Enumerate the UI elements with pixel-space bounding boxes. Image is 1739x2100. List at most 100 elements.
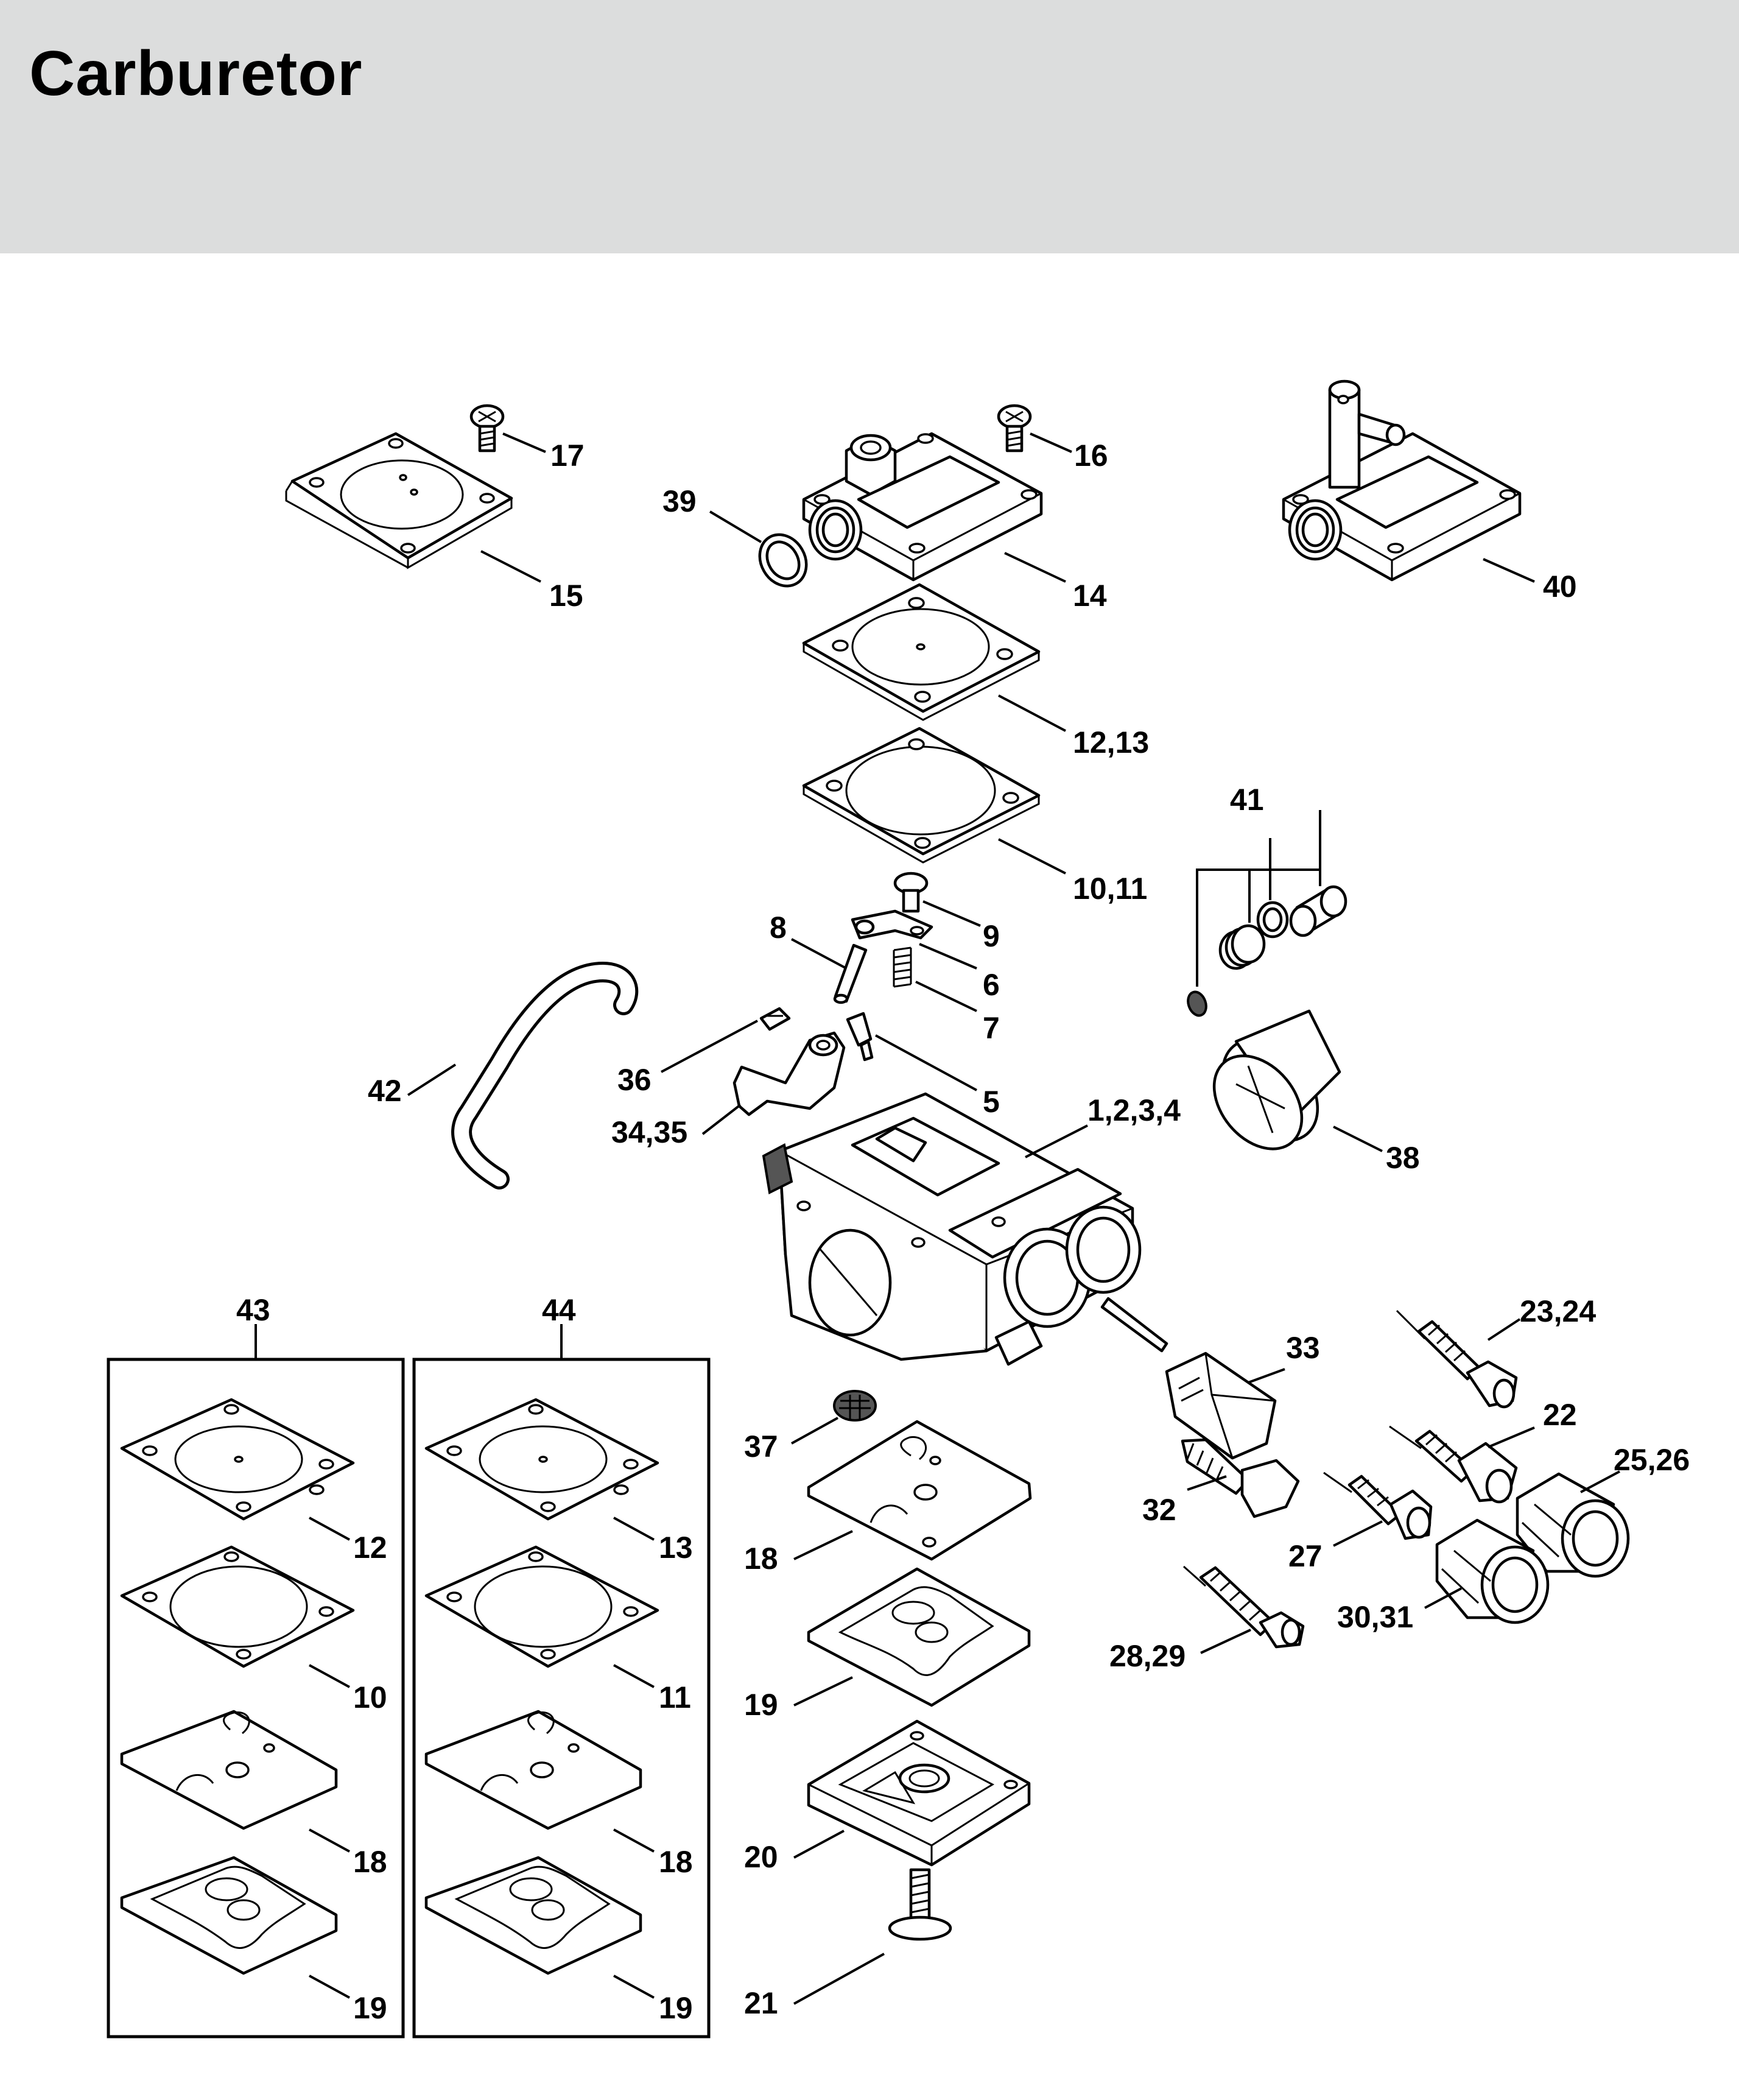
callout-14: 14	[1073, 579, 1107, 613]
part-41-screen-spring-set	[1187, 885, 1347, 1017]
kit-44-item-3: 18	[659, 1845, 693, 1879]
kit-43-item-2: 10	[353, 1680, 387, 1714]
callout-34-35: 34,35	[611, 1115, 687, 1149]
leader-6	[919, 943, 977, 970]
part-32-adjusting-screw	[1181, 1438, 1300, 1518]
kit-44-part-11	[424, 1545, 659, 1668]
part-9-screw	[893, 872, 929, 913]
callout-12-13: 12,13	[1073, 725, 1149, 759]
callout-39: 39	[662, 484, 697, 518]
kit-43-item-1: 12	[353, 1531, 387, 1565]
callout-10-11: 10,11	[1073, 872, 1147, 906]
leader-7	[915, 981, 977, 1012]
part-42-fuel-hose	[451, 961, 639, 1189]
part-16-screw	[997, 404, 1032, 453]
callout-16: 16	[1074, 439, 1108, 473]
leader-41	[1196, 810, 1321, 987]
leader-28-29	[1200, 1629, 1251, 1654]
callout-20: 20	[744, 1840, 778, 1874]
callout-28-29: 28,29	[1109, 1639, 1186, 1673]
kit-43-part-12	[120, 1398, 355, 1521]
leader-33	[1248, 1368, 1285, 1384]
part-18-metering-diaphragm	[807, 1420, 1032, 1561]
callout-37: 37	[744, 1429, 778, 1464]
part-22-adjusting-screw	[1389, 1425, 1518, 1504]
callout-15: 15	[549, 579, 583, 613]
leader-38	[1333, 1126, 1383, 1152]
kit-44-item-4: 19	[659, 1991, 693, 2025]
callout-32: 32	[1142, 1493, 1176, 1527]
callout-1-4: 1,2,3,4	[1087, 1093, 1181, 1127]
leader-18	[793, 1530, 853, 1560]
leader-22	[1488, 1426, 1535, 1448]
leader-16	[1030, 432, 1072, 453]
leader-32	[1187, 1475, 1227, 1491]
leader-20	[793, 1830, 845, 1859]
kit-44-item-1: 13	[659, 1531, 693, 1565]
part-1-4-carburetor-body	[762, 1092, 1168, 1366]
part-28-29-adjusting-screw	[1183, 1565, 1305, 1649]
leader-36	[661, 1020, 758, 1073]
kit-44-part-13	[424, 1398, 659, 1521]
callout-5: 5	[983, 1085, 1000, 1119]
part-5-inlet-needle	[846, 1012, 874, 1062]
part-8-pin	[833, 943, 868, 1004]
kit-43-label: 43	[236, 1293, 270, 1327]
kit-43-part-10	[120, 1545, 355, 1668]
callout-40: 40	[1543, 569, 1577, 604]
part-19-gasket	[807, 1567, 1031, 1707]
callout-22: 22	[1543, 1398, 1577, 1432]
part-37-strainer	[833, 1390, 877, 1422]
part-10-11-gasket	[802, 727, 1041, 864]
leader-9	[922, 900, 981, 927]
callout-8: 8	[770, 911, 787, 945]
callout-17: 17	[550, 439, 585, 473]
part-21-screw	[888, 1868, 952, 1941]
part-30-31-limiter-cap	[1435, 1518, 1550, 1624]
callout-18: 18	[744, 1542, 778, 1576]
callout-30-31: 30,31	[1337, 1600, 1413, 1634]
leader-14	[1004, 552, 1066, 583]
leader-27	[1333, 1520, 1383, 1547]
callout-41: 41	[1230, 783, 1264, 817]
callout-23-24: 23,24	[1520, 1294, 1596, 1328]
part-12-13-pump-diaphragm	[802, 583, 1041, 721]
part-27-adjusting-screw	[1323, 1471, 1433, 1540]
part-15-diaphragm-cover	[285, 432, 513, 569]
part-38-cap	[1212, 1009, 1341, 1150]
callout-21: 21	[744, 1986, 778, 2020]
leader-23-24	[1487, 1318, 1521, 1341]
part-14-pump-cover	[802, 432, 1043, 582]
part-17-screw	[469, 404, 505, 453]
callout-33: 33	[1286, 1331, 1320, 1365]
kit-44-item-2: 11	[659, 1680, 691, 1714]
callout-27: 27	[1288, 1539, 1323, 1573]
leader-25-26	[1580, 1470, 1620, 1493]
leader-37	[791, 1417, 838, 1445]
leader-12-13	[998, 694, 1066, 732]
callout-19: 19	[744, 1688, 778, 1722]
callout-7: 7	[983, 1011, 1000, 1045]
leader-10-11	[998, 838, 1066, 875]
leader-1-4	[1025, 1124, 1088, 1158]
part-39-o-ring	[758, 533, 808, 588]
part-33-sleeve	[1165, 1351, 1277, 1460]
callout-25-26: 25,26	[1614, 1443, 1690, 1477]
leader-15	[480, 550, 541, 583]
leader-30-31	[1424, 1587, 1462, 1609]
part-34-35-lever	[732, 1031, 846, 1116]
leader-40	[1483, 558, 1535, 583]
leader-5	[875, 1034, 977, 1091]
leader-17	[502, 432, 546, 453]
kit-44-part-19	[424, 1856, 642, 1975]
kit-44-label: 44	[542, 1293, 576, 1327]
page-title: Carburetor	[29, 38, 363, 109]
callout-6: 6	[983, 968, 1000, 1002]
callout-36: 36	[617, 1063, 652, 1097]
leader-34-35	[701, 1104, 742, 1135]
callout-9: 9	[983, 919, 1000, 953]
leader-39	[709, 510, 762, 543]
callout-38: 38	[1386, 1141, 1420, 1175]
part-20-end-cover	[807, 1719, 1031, 1867]
